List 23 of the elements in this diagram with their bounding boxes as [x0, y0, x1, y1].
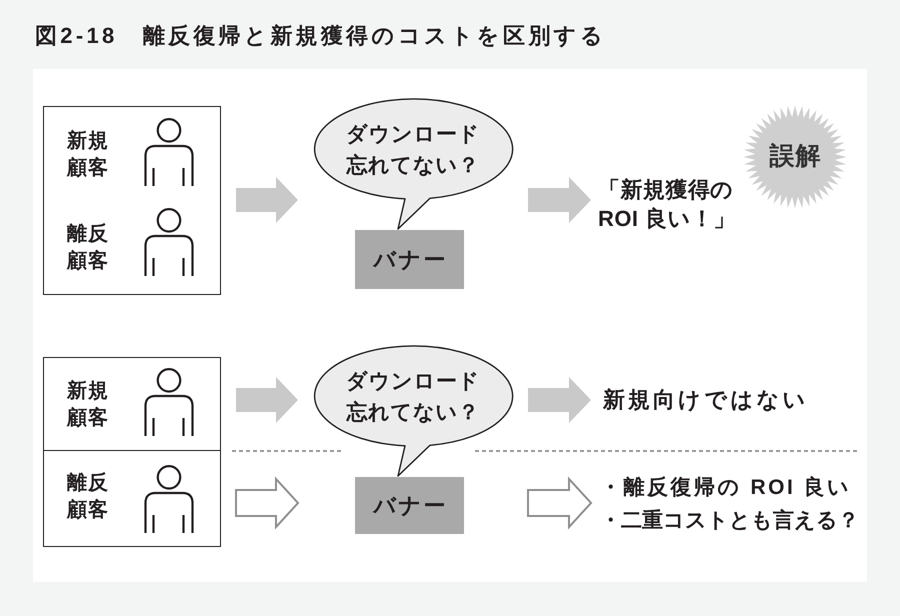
block-arrow: [236, 177, 298, 223]
banner-box: バナー: [355, 230, 464, 289]
outline-arrow: [235, 476, 300, 530]
customer-box: [43, 106, 221, 295]
customer-label: 離反顧客: [67, 470, 110, 522]
customer-label: 新規顧客: [67, 378, 110, 431]
starburst-callout: 誤解: [743, 105, 847, 209]
customer-box: [43, 357, 221, 451]
result-text: 新規向けではない: [603, 385, 833, 415]
outline-arrow: [527, 476, 592, 530]
customer-box: [43, 450, 221, 546]
figure-title: 図2-18 離反復帰と新規獲得のコストを区別する: [35, 22, 606, 50]
bullet-item: ・離反復帰の ROI 良い: [600, 474, 853, 501]
customer-label: 新規顧客: [67, 128, 110, 181]
speech-bubble: ダウンロード忘れてない？: [312, 345, 514, 477]
customer-label: 離反顧客: [67, 222, 110, 274]
block-arrow: [528, 377, 591, 423]
speech-bubble: ダウンロード忘れてない？: [312, 98, 514, 230]
bullet-item: ・二重コストとも言える？: [600, 508, 860, 534]
banner-box: バナー: [355, 477, 464, 534]
block-arrow: [528, 177, 591, 223]
block-arrow: [236, 377, 298, 423]
result-text: 「新規獲得のROI 良い！」: [598, 175, 738, 233]
